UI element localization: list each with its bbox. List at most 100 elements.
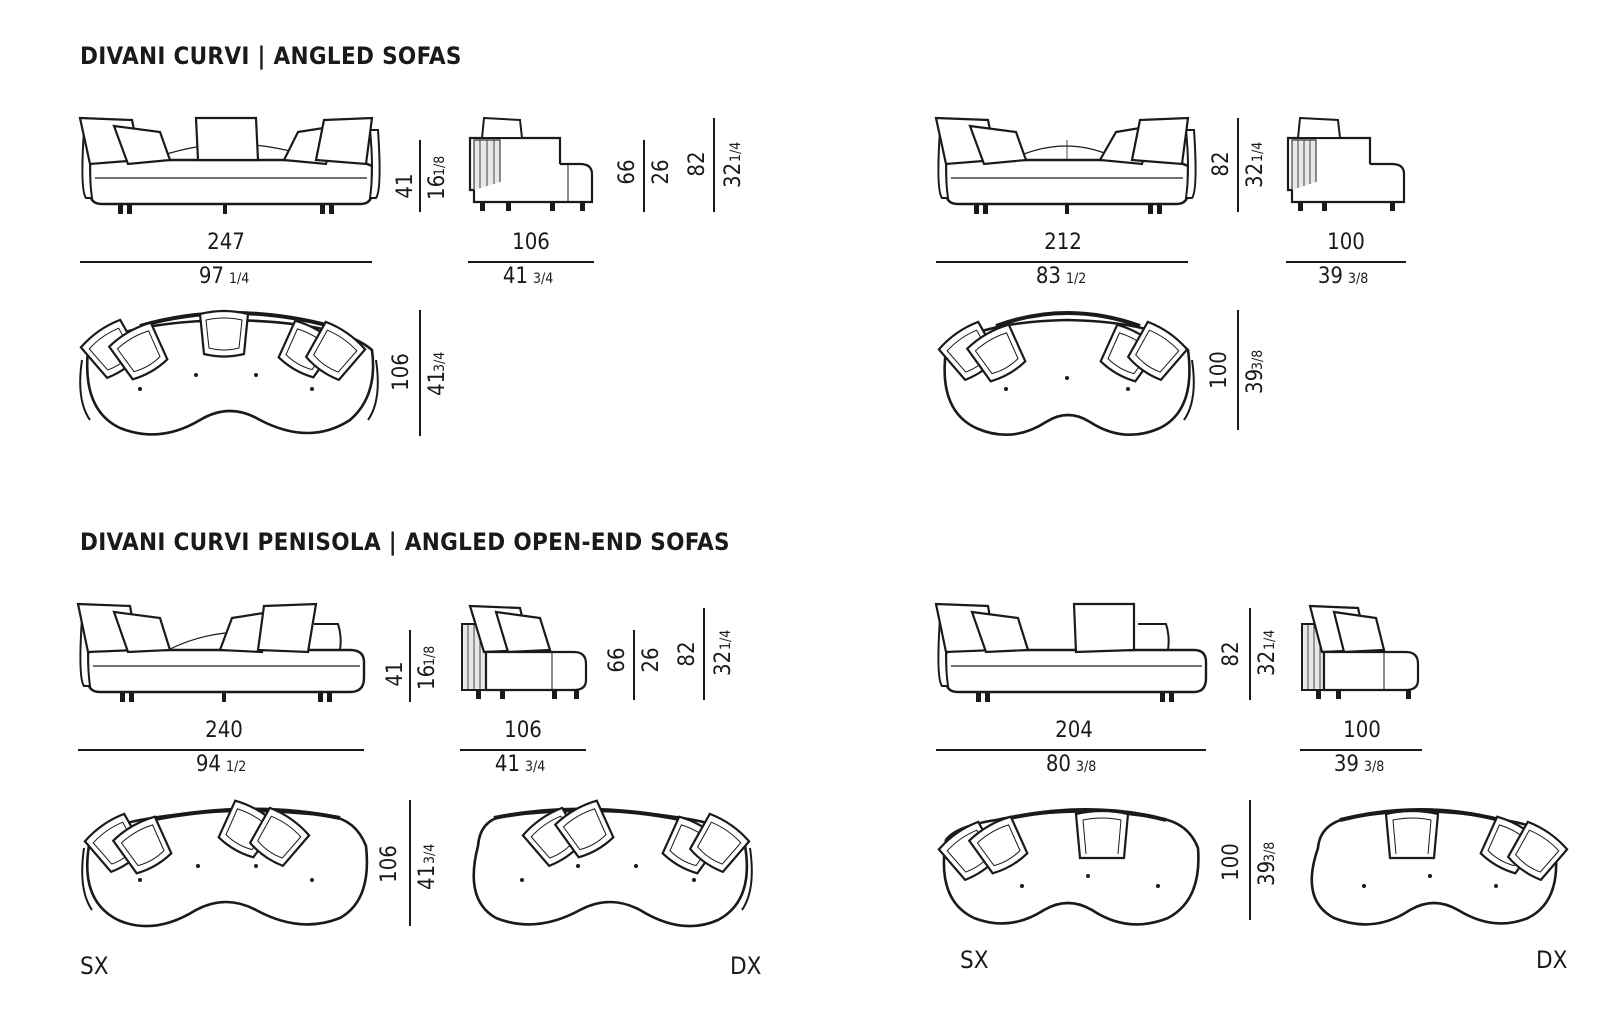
dim-depth-in-fraction: 3/8: [1348, 271, 1368, 287]
dim-back-height-in: 32: [1243, 163, 1268, 188]
dim-back-height-in-fraction: 1/4: [1250, 142, 1266, 162]
dim-height-cm: 41: [393, 173, 418, 198]
dim-back-height-in-fraction: 1/4: [718, 630, 734, 650]
dim-depth-in: 41: [503, 264, 528, 289]
dim-depth-cm: 106: [504, 718, 542, 743]
dim-width-cm: 240: [205, 718, 243, 743]
orientation-label-dx-2: DX: [1536, 946, 1568, 974]
dim-plan-depth-in: 41: [415, 865, 440, 890]
sofa-204-open-end-front-view: [934, 602, 1208, 702]
dimension-plan-depth-106: 106 41 3/4: [389, 310, 450, 436]
dimension-depth-100-side: 100 39 3/8: [1286, 230, 1406, 289]
dim-width-in: 83: [1036, 264, 1061, 289]
dim-depth-in-fraction: 3/4: [533, 271, 553, 287]
dim-height-cm: 41: [383, 661, 408, 686]
sofa-106-open-end-side-view: [461, 604, 588, 699]
section-title-angled-open-end-sofas: DIVANI CURVI PENISOLA | ANGLED OPEN-END …: [80, 528, 730, 556]
dimension-height-41-c: 41 16 1/8: [383, 630, 440, 702]
dim-back-height-cm: 82: [1209, 151, 1234, 176]
sofa-247-plan-view: [78, 309, 379, 436]
dim-plan-depth-cm: 106: [377, 845, 402, 883]
dimension-width-240: 240 94 1/2: [78, 718, 364, 777]
dim-depth-in-fraction: 3/4: [525, 759, 545, 775]
dimension-seat-height-66-26: 66 26: [615, 140, 674, 212]
dimension-back-height-82: 82 32 1/4: [685, 118, 746, 212]
dimension-plan-depth-100-d: 100 39 3/8: [1219, 800, 1280, 920]
dimension-back-height-82-c: 82 32 1/4: [675, 608, 736, 700]
dim-depth-cm: 100: [1327, 230, 1365, 255]
dim-back-height-cm: 82: [685, 151, 710, 176]
sofa-247-front-view: [78, 116, 381, 214]
dim-seat-height-in: 26: [639, 647, 664, 672]
sofa-106-side-view: [468, 116, 594, 211]
dimension-back-height-82-d: 82 32 1/4: [1219, 608, 1280, 700]
dim-depth-in-fraction: 3/8: [1364, 759, 1384, 775]
dim-seat-height-cm: 66: [615, 159, 640, 184]
dim-depth-in: 39: [1334, 752, 1359, 777]
dim-seat-height-in: 26: [649, 159, 674, 184]
sofa-204-plan-view-dx: [1310, 808, 1570, 926]
dim-depth-cm: 100: [1343, 718, 1381, 743]
dim-depth-in: 41: [495, 752, 520, 777]
dim-width-in: 80: [1046, 752, 1071, 777]
sofa-100-open-end-side-view: [1301, 604, 1420, 699]
dim-plan-depth-in: 41: [425, 371, 450, 396]
dim-plan-depth-cm: 100: [1207, 351, 1232, 389]
dim-plan-depth-in-fraction: 3/4: [422, 844, 438, 864]
dim-width-in-fraction: 1/2: [226, 759, 246, 775]
dimension-width-204: 204 80 3/8: [936, 718, 1206, 777]
dim-width-in-fraction: 1/2: [1066, 271, 1086, 287]
dim-back-height-in-fraction: 1/4: [728, 142, 744, 162]
dimension-width-247: 247 97 1/4: [80, 230, 372, 289]
dim-back-height-in: 32: [711, 651, 736, 676]
dimension-height-41: 41 16 1/8: [393, 140, 450, 212]
sofa-100-side-view: [1286, 116, 1406, 211]
sofa-240-open-end-front-view: [76, 602, 366, 702]
dim-width-cm: 204: [1055, 718, 1093, 743]
sofa-212-plan-view: [936, 311, 1195, 437]
dim-back-height-in-fraction: 1/4: [1262, 630, 1278, 650]
dim-back-height-in: 32: [1255, 651, 1280, 676]
dim-depth-cm: 106: [512, 230, 550, 255]
dim-depth-in: 39: [1318, 264, 1343, 289]
dim-back-height-cm: 82: [1219, 641, 1244, 666]
sofa-204-plan-view-sx: [936, 808, 1200, 926]
dim-width-in-fraction: 1/4: [229, 271, 249, 287]
dim-height-in: 16: [425, 175, 450, 200]
dim-plan-depth-in-fraction: 3/8: [1262, 842, 1278, 862]
dim-plan-depth-in-fraction: 3/4: [432, 352, 448, 372]
sofa-240-plan-view-dx: [472, 796, 753, 928]
dim-plan-depth-in: 39: [1255, 861, 1280, 886]
dim-width-in: 97: [199, 264, 224, 289]
section-title-angled-sofas: DIVANI CURVI | ANGLED SOFAS: [80, 42, 462, 70]
dim-plan-depth-cm: 100: [1219, 843, 1244, 881]
dimension-depth-106-side-c: 106 41 3/4: [460, 718, 586, 777]
dim-plan-depth-in-fraction: 3/8: [1250, 350, 1266, 370]
dim-plan-depth-cm: 106: [389, 353, 414, 391]
dimension-back-height-82-b: 82 32 1/4: [1209, 118, 1268, 212]
dimension-plan-depth-100: 100 39 3/8: [1207, 310, 1268, 430]
sofa-212-front-view: [934, 116, 1197, 214]
dimension-plan-depth-106-c: 106 41 3/4: [377, 800, 440, 926]
dim-back-height-in: 32: [721, 163, 746, 188]
dim-width-cm: 247: [207, 230, 245, 255]
dim-height-in: 16: [415, 665, 440, 690]
dimension-seat-height-66-26-c: 66 26: [605, 630, 664, 700]
orientation-label-dx: DX: [730, 952, 762, 980]
dim-back-height-cm: 82: [675, 641, 700, 666]
dimension-width-212: 212 83 1/2: [936, 230, 1188, 289]
dim-width-in-fraction: 3/8: [1076, 759, 1096, 775]
orientation-label-sx: SX: [80, 952, 109, 980]
dim-height-in-fraction: 1/8: [432, 156, 448, 176]
dimension-depth-106-side: 106 41 3/4: [468, 230, 594, 289]
dim-height-in-fraction: 1/8: [422, 646, 438, 666]
sofa-240-plan-view-sx: [81, 796, 369, 928]
dim-plan-depth-in: 39: [1243, 369, 1268, 394]
dim-width-cm: 212: [1044, 230, 1082, 255]
dim-seat-height-cm: 66: [605, 647, 630, 672]
orientation-label-sx-2: SX: [960, 946, 989, 974]
dimension-depth-100-side-d: 100 39 3/8: [1300, 718, 1422, 777]
dim-width-in: 94: [196, 752, 221, 777]
